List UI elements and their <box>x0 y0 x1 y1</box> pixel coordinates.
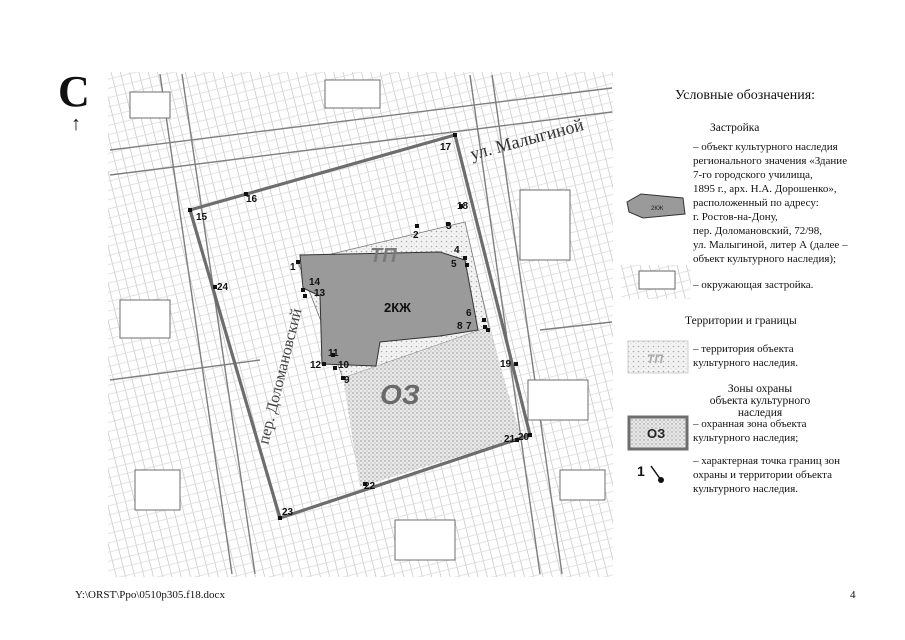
point-marker <box>459 204 463 208</box>
heritage-line: – объект культурного наследия <box>693 141 838 153</box>
point-marker <box>333 366 337 370</box>
point-marker <box>463 256 467 260</box>
heritage-object-text: – объект культурного наследия региональн… <box>693 140 848 266</box>
north-letter: С <box>58 67 90 116</box>
label-tp: ТП <box>370 245 397 267</box>
point-marker <box>301 288 305 292</box>
point-label: 11 <box>328 348 339 359</box>
zone-swatch-label: ОЗ <box>647 426 665 441</box>
heritage-line: 1895 г., арх. Н.А. Дорошенко», <box>693 183 837 195</box>
territory-line: – территория объекта <box>693 343 794 355</box>
point-marker <box>483 325 487 329</box>
point-label: 21 <box>504 434 516 445</box>
point-label: 19 <box>500 359 512 370</box>
protection-zone-fill <box>343 327 521 487</box>
map-surrounding-buildings <box>119 79 606 561</box>
point-marker <box>188 208 192 212</box>
point-label: 6 <box>466 308 472 319</box>
label-oz: ОЗ <box>380 379 420 410</box>
point-label: 4 <box>454 245 460 256</box>
legend: Условные обозначения: Застройка 2КЖ – об… <box>615 80 905 520</box>
zones-title-line: Зоны охраны <box>727 383 793 395</box>
point-marker <box>331 353 335 357</box>
zone-line: – охранная зона объекта <box>693 418 807 430</box>
north-arrow-icon: ↑ <box>71 113 81 135</box>
point-label: 9 <box>344 375 350 386</box>
legend-title: Условные обозначения: <box>675 88 816 103</box>
point-label: 15 <box>196 212 208 223</box>
surrounding-building-swatch <box>621 265 691 299</box>
point-label: 18 <box>457 201 469 212</box>
heritage-line: регионального значения «Здание <box>693 155 848 167</box>
svg-text:2КЖ: 2КЖ <box>651 206 664 212</box>
point-marker <box>363 482 367 486</box>
point-label: 5 <box>451 259 457 270</box>
point-marker <box>446 222 450 226</box>
point-label: 20 <box>518 432 530 443</box>
territory-swatch: ТП <box>627 340 689 374</box>
zone-text: – охранная зона объекта культурного насл… <box>693 417 807 445</box>
legend-section-zones: Зоны охраны объекта культурного наследия <box>695 383 825 419</box>
point-line: охраны и территории объекта <box>693 469 832 481</box>
heritage-line: расположенный по адресу: <box>693 197 819 209</box>
point-label: 24 <box>217 282 229 293</box>
point-marker <box>486 328 490 332</box>
point-marker <box>303 294 307 298</box>
point-label: 14 <box>309 277 321 288</box>
heritage-building <box>299 251 479 367</box>
point-example-label: 1 <box>637 463 645 479</box>
point-marker <box>244 192 248 196</box>
point-marker <box>528 433 532 437</box>
point-marker <box>415 224 419 228</box>
point-label: 16 <box>246 194 258 205</box>
point-label: 8 <box>457 321 463 332</box>
point-label: 13 <box>314 288 326 299</box>
heritage-line: г. Ростов-на-Дону, <box>693 211 778 223</box>
point-marker <box>482 318 486 322</box>
surrounding-text: – окружающая застройка. <box>693 279 814 291</box>
point-marker <box>322 362 326 366</box>
point-marker <box>465 263 469 267</box>
point-label: 12 <box>310 360 322 371</box>
heritage-line: ул. Малыгиной, литер А (далее – <box>693 239 848 251</box>
territory-text: – территория объекта культурного наследи… <box>693 342 798 370</box>
point-text: – характерная точка границ зон охраны и … <box>693 454 840 496</box>
point-label: 3 <box>446 221 452 232</box>
point-marker <box>296 260 300 264</box>
heritage-line: 7-го городского училища, <box>693 169 813 181</box>
point-line: – характерная точка границ зон <box>693 455 841 467</box>
page-number: 4 <box>850 589 856 601</box>
heritage-line: пер. Доломановский, 72/98, <box>693 225 822 237</box>
point-label: 22 <box>364 481 376 492</box>
point-marker <box>213 285 217 289</box>
legend-section-territories: Территории и границы <box>685 315 797 327</box>
map-roads <box>109 73 613 575</box>
north-indicator: С ↑ <box>58 70 98 140</box>
point-marker <box>515 438 519 442</box>
territory-swatch-label: ТП <box>647 352 663 366</box>
point-label: 10 <box>338 360 350 371</box>
protection-zone-swatch: ОЗ <box>627 415 689 451</box>
heritage-building-swatch: 2КЖ <box>626 193 686 219</box>
point-marker <box>453 133 457 137</box>
point-marker <box>278 516 282 520</box>
point-label: 2 <box>413 230 419 241</box>
zone-line: культурного наследия; <box>693 432 799 444</box>
point-marker <box>514 362 518 366</box>
point-line: культурного наследия. <box>693 483 798 495</box>
footer-file-path: Y:\ORST\Ppo\0510p305.f18.docx <box>75 589 225 601</box>
point-label: 17 <box>440 142 452 153</box>
point-label: 23 <box>282 507 294 518</box>
point-label: 1 <box>290 262 296 273</box>
label-building: 2КЖ <box>384 300 411 315</box>
zones-title-line: объекта культурного наследия <box>709 395 811 419</box>
characteristic-point-swatch: 1 <box>637 463 664 483</box>
heritage-line: объект культурного наследия); <box>693 253 837 265</box>
point-label: 7 <box>466 321 472 332</box>
legend-section-building: Застройка <box>710 122 760 134</box>
point-marker <box>341 376 345 380</box>
territory-line: культурного наследия. <box>693 357 798 369</box>
